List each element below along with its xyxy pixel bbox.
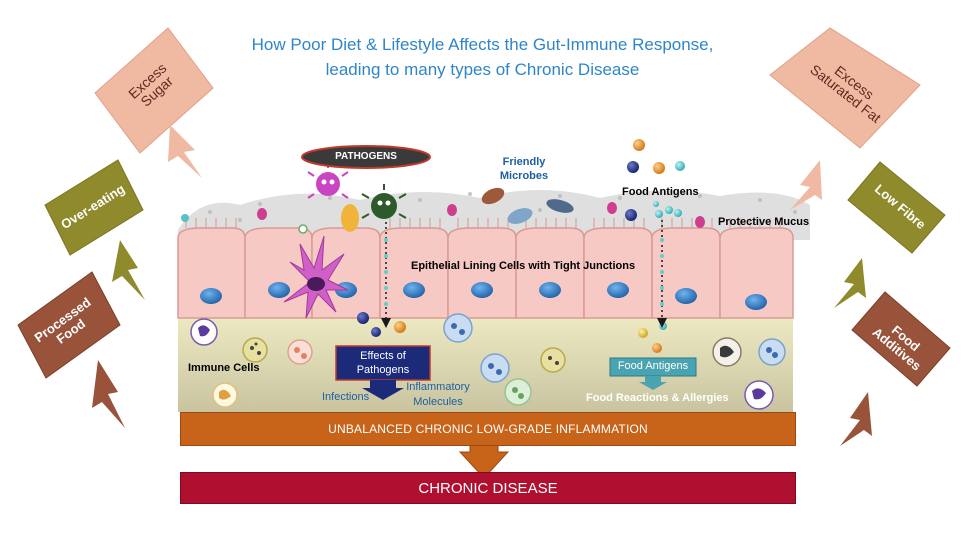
effects-of-pathogens-label: Effects of Pathogens (356, 350, 410, 376)
pathogens-label: PATHOGENS (335, 151, 397, 162)
inflammation-banner-text: UNBALANCED CHRONIC LOW-GRADE INFLAMMATIO… (328, 422, 648, 436)
immune-cells (190, 313, 786, 410)
food-reactions-label: Food Reactions & Allergies (586, 392, 729, 404)
pathogens-pill (301, 145, 431, 169)
pathogen-yellow (341, 204, 359, 232)
infections-label: Infections (322, 391, 370, 403)
food-antigens-down-arrow (639, 376, 667, 390)
food-antigen-particles (357, 139, 685, 353)
inflammation-banner: UNBALANCED CHRONIC LOW-GRADE INFLAMMATIO… (180, 412, 796, 446)
pathogen-purple (307, 162, 349, 199)
protective-mucus-label: Protective Mucus (718, 216, 810, 228)
immune-cells-label: Immune Cells (188, 362, 260, 374)
epithelial-cells (177, 227, 794, 319)
disease-banner-text: CHRONIC DISEASE (418, 479, 558, 497)
dendritic-cell (283, 235, 349, 319)
disease-banner: CHRONIC DISEASE (180, 472, 796, 504)
low-fibre-arrow (834, 161, 946, 308)
effects-box (335, 345, 431, 381)
title-line-2: leading to many types of Chronic Disease (325, 60, 640, 79)
pathogen-green (361, 184, 407, 219)
food-antigens-label: Food Antigens (622, 186, 699, 198)
excess-saturated-fat-arrow (769, 27, 921, 210)
epithelial-label: Epithelial Lining Cells with Tight Junct… (411, 260, 636, 272)
processed-food-arrow (17, 271, 125, 428)
cell-nuclei (200, 282, 767, 310)
over-eating-arrow (44, 159, 145, 300)
effects-down-arrow (362, 380, 404, 400)
title-line-1: How Poor Diet & Lifestyle Affects the Gu… (251, 35, 714, 54)
friendly-microbes-label: Friendly Microbes (499, 156, 549, 182)
food-antigens-box-label: Food Antigens (617, 360, 689, 372)
food-additives-arrow (840, 291, 951, 446)
excess-sugar-arrow (94, 27, 214, 178)
pathogen-small (298, 224, 308, 234)
inflammatory-molecules-label: Inflammatory Molecules (406, 381, 470, 408)
friendly-microbes (181, 187, 705, 228)
